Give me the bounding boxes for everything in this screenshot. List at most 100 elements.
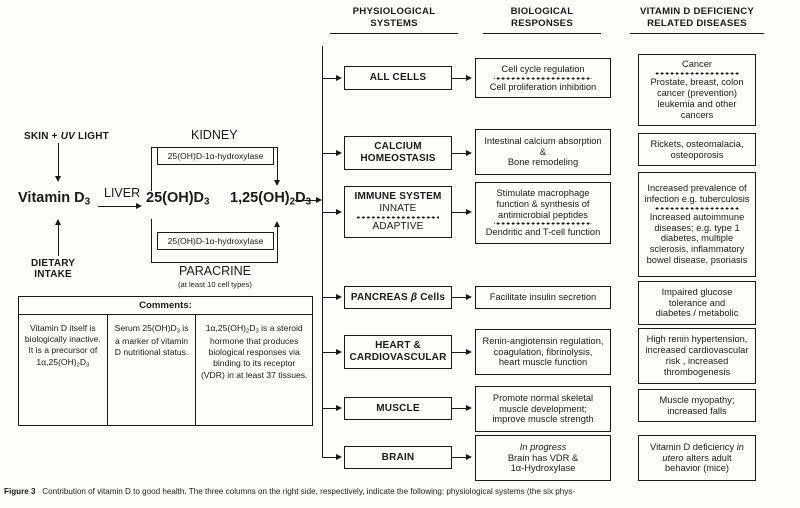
branch-shaft-row-1 xyxy=(322,78,338,79)
arrow-skin-to-vitamind3-shaft xyxy=(58,143,59,179)
disease-line: increased falls xyxy=(667,405,727,416)
liver-text: LIVER xyxy=(104,186,141,200)
vitamin-d3-subscript: 3 xyxy=(84,196,91,208)
response-box-all-cells: Cell cycle regulation Cell proliferation… xyxy=(475,58,611,98)
disease-line: tolerance and xyxy=(668,297,726,308)
system-label: MUSCLE xyxy=(376,402,420,414)
metabolite-125-sub3: 3 xyxy=(305,196,312,208)
branch-shaft-row-2 xyxy=(322,153,338,154)
paracrine-loop-bottom xyxy=(151,262,278,263)
disease-line: Rickets, osteomalacia, xyxy=(650,138,744,149)
comments-table: Comments: Vitamin D itself is biological… xyxy=(18,296,313,426)
dotted-separator xyxy=(654,206,740,210)
response-line: heart muscle function xyxy=(498,357,588,368)
comments-title: Comments: xyxy=(19,297,312,315)
system-box-muscle: MUSCLE xyxy=(344,397,452,420)
skin-uv-prefix: SKIN + xyxy=(24,131,61,142)
disease-line: Impaired glucose xyxy=(661,286,733,297)
disease-line: infection e.g. tuberculosis xyxy=(644,193,750,204)
disease-line: utero alters adult xyxy=(662,452,732,463)
disease-box-infection-autoimmune: Increased prevalence of infection e.g. t… xyxy=(638,172,756,277)
header-rule xyxy=(630,32,764,34)
response-line: function & synthesis of xyxy=(496,198,590,209)
disease-line: Muscle myopathy; xyxy=(659,394,735,405)
disease-line: diabetes / metabolic xyxy=(655,308,739,319)
caption-label: Figure 3 xyxy=(4,487,36,496)
dotted-separator xyxy=(493,76,593,80)
comments-cell-3: 1α,25(OH)2D3 is a steroid hormone that p… xyxy=(195,315,312,425)
vitamin-d3-text: Vitamin D xyxy=(18,190,85,206)
system-label: HOMEOSTASIS xyxy=(360,153,436,164)
disease-line: Prostate, breast, colon xyxy=(650,77,744,88)
branch-shaft-row-4 xyxy=(322,297,338,298)
disease-line: Increased prevalence of xyxy=(647,182,747,193)
arrow-skin-to-vitamind3-head xyxy=(54,176,61,182)
response-line: Facilitate insulin secretion xyxy=(489,292,597,303)
disease-line: Vitamin D deficiency in xyxy=(650,441,744,452)
paracrine-enzyme-text: 25(OH)D-1α-hydroxylase xyxy=(167,235,264,246)
system-box-calcium-homeostasis: CALCIUM HOMEOSTASIS xyxy=(344,136,452,170)
comments-cell-1: Vitamin D itself is biologically inactiv… xyxy=(24,323,101,368)
system-sublabel-innate: INNATE xyxy=(379,202,417,214)
dotted-separator xyxy=(356,216,440,220)
disease-line: osteoporosis xyxy=(670,149,724,160)
arrow-dietary-to-vitamind3-shaft xyxy=(58,222,59,256)
disease-line: behavior (mice) xyxy=(664,463,730,474)
response-line: Intestinal calcium absorption xyxy=(484,135,602,146)
system-box-immune-system: IMMUNE SYSTEM INNATE ADAPTIVE xyxy=(344,186,452,238)
kidney-enzyme-text: 25(OH)D-1α-hydroxylase xyxy=(167,150,264,161)
system-label: HEART & xyxy=(375,340,421,352)
branch-head-row-5 xyxy=(336,348,342,355)
system-label: CARDIOVASCULAR xyxy=(349,352,447,363)
metabolite-125-head: 1,25(OH) xyxy=(230,190,290,206)
dotted-separator xyxy=(654,72,740,76)
kidney-loop-left xyxy=(151,147,152,191)
response-box-muscle: Promote normal skeletal muscle developme… xyxy=(475,386,611,432)
link-head-row-3 xyxy=(466,208,472,215)
skin-uv-suffix: LIGHT xyxy=(75,131,109,142)
column-header-physiological-systems: PHYSIOLOGICAL SYSTEMS xyxy=(330,6,458,34)
caption-text: Contribution of vitamin D to good health… xyxy=(42,487,576,496)
header-line-1: VITAMIN D DEFICIENCY xyxy=(639,6,755,17)
disease-box-hypertension: High renin hypertension, increased cardi… xyxy=(638,328,756,384)
link-shaft-row-6 xyxy=(452,408,468,409)
response-box-pancreas: Facilitate insulin secretion xyxy=(475,286,611,309)
response-line-italic: In progress xyxy=(519,441,567,452)
paracrine-loop-arrowhead xyxy=(273,221,280,227)
branch-shaft-row-5 xyxy=(322,352,338,353)
response-line: Cell proliferation inhibition xyxy=(489,81,597,92)
system-label: ALL CELLS xyxy=(369,72,427,84)
disease-box-glucose-intolerance: Impaired glucose tolerance and diabetes … xyxy=(638,281,756,325)
response-line: Renin-angiotensin regulation, xyxy=(482,335,604,346)
paracrine-enzyme-box: 25(OH)D-1α-hydroxylase xyxy=(157,232,274,250)
vitamin-d3-label: Vitamin D3 xyxy=(18,190,90,207)
response-box-immune-system: Stimulate macrophage function & synthesi… xyxy=(475,182,611,244)
disease-line: diabetes, multiple xyxy=(660,233,734,244)
system-box-pancreas-beta-cells: PANCREAS β Cells xyxy=(344,286,452,309)
disease-box-cancer: Cancer Prostate, breast, colon cancer (p… xyxy=(638,54,756,126)
response-box-calcium-homeostasis: Intestinal calcium absorption & Bone rem… xyxy=(475,129,611,175)
liver-label: LIVER xyxy=(104,186,140,200)
dotted-separator xyxy=(493,222,593,226)
paracrine-loop-right xyxy=(277,227,278,263)
kidney-loop-arrowhead xyxy=(273,180,280,186)
metabolite-125-tail: D xyxy=(295,190,306,206)
response-box-heart-cardiovascular: Renin-angiotensin regulation, coagulatio… xyxy=(475,329,611,375)
branch-head-row-6 xyxy=(336,404,342,411)
disease-line: risk , increased xyxy=(665,356,729,366)
metabolite-25ohd3-text: 25(OH)D xyxy=(146,190,205,206)
response-line: & xyxy=(539,146,547,157)
disease-line: cancers xyxy=(680,109,714,120)
system-box-heart-cardiovascular: HEART & CARDIOVASCULAR xyxy=(344,335,452,369)
dietary-intake-label: DIETARY INTAKE xyxy=(31,258,75,280)
system-label: BRAIN xyxy=(381,451,415,463)
system-label: CALCIUM xyxy=(374,141,422,153)
paracrine-label: PARACRINE xyxy=(179,264,251,278)
kidney-label: KIDNEY xyxy=(191,128,238,142)
header-rule xyxy=(330,32,458,34)
response-line: Promote normal skeletal xyxy=(492,392,594,403)
header-line-2: RELATED DISEASES xyxy=(647,18,747,30)
metabolite-25ohd3-subscript: 3 xyxy=(204,196,210,208)
link-head-row-1 xyxy=(466,74,472,81)
disease-line: thrombogenesis xyxy=(663,366,731,377)
